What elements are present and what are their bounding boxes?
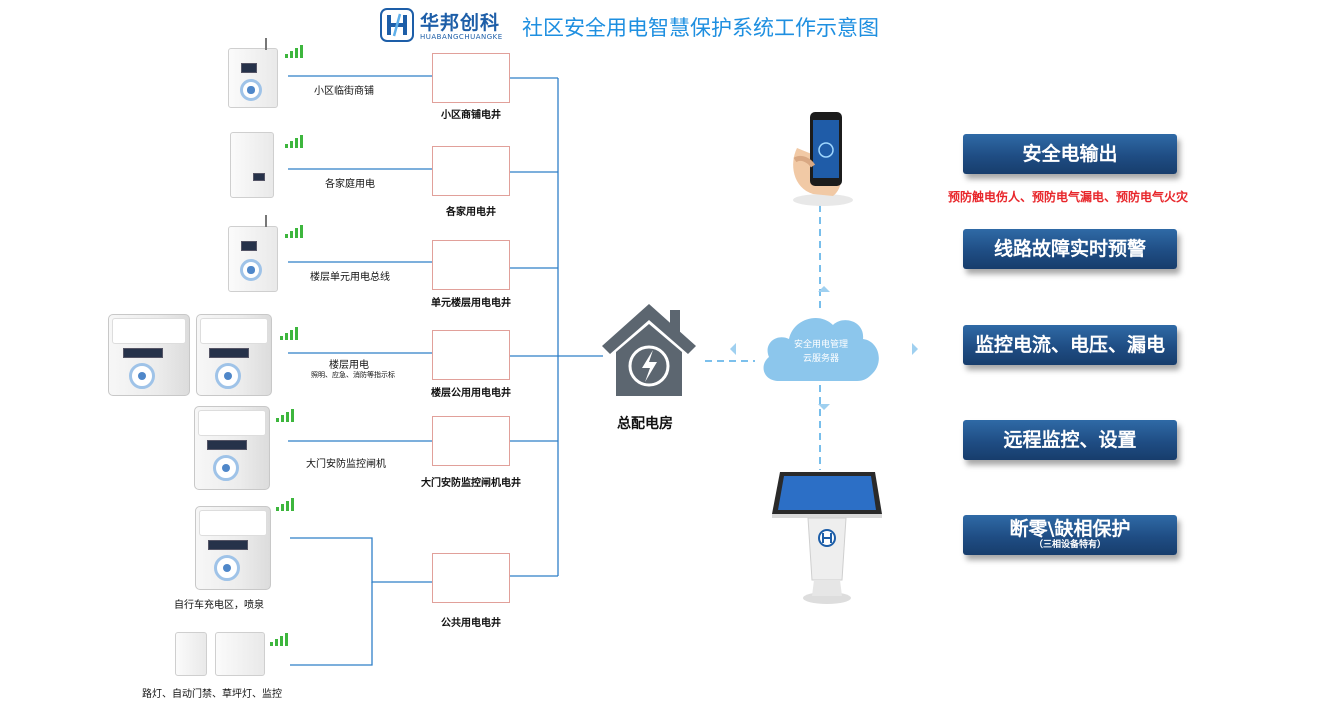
breaker-module-1 bbox=[175, 632, 207, 676]
cloud-server-icon bbox=[763, 317, 879, 381]
signal-icon bbox=[270, 632, 288, 646]
feature-monitor-current: 监控电流、电压、漏电 bbox=[963, 325, 1177, 365]
power-house-icon bbox=[602, 304, 696, 396]
smartphone-icon bbox=[793, 112, 853, 206]
signal-icon bbox=[276, 408, 294, 422]
household-protector-device bbox=[230, 132, 274, 198]
device-sub-label: 照明、应急、消防等指示标 bbox=[311, 371, 395, 379]
power-room-label: 总配电房 bbox=[617, 416, 673, 432]
signal-icon bbox=[285, 224, 303, 238]
breaker-module-2 bbox=[215, 632, 265, 676]
distribution-panel-3 bbox=[432, 240, 510, 290]
signal-icon bbox=[285, 44, 303, 58]
signal-icon bbox=[280, 326, 298, 340]
feature-fault-warning: 线路故障实时预警 bbox=[963, 229, 1177, 269]
device-label: 大门安防监控闸机 bbox=[306, 459, 386, 470]
panel-label: 大门安防监控闸机电井 bbox=[421, 478, 521, 489]
feature-phase-protection: 断零\缺相保护 （三相设备特有） bbox=[963, 515, 1177, 555]
device-label: 楼层单元用电总线 bbox=[310, 272, 390, 283]
feature-remote-control: 远程监控、设置 bbox=[963, 420, 1177, 460]
logo-en-text: HUABANGCHUANGKE bbox=[420, 33, 503, 41]
device-label: 楼层用电 bbox=[329, 360, 369, 371]
device-label: 自行车充电区，喷泉 bbox=[174, 600, 264, 611]
distribution-panel-4 bbox=[432, 330, 510, 380]
signal-icon bbox=[276, 497, 294, 511]
page-title: 社区安全用电智慧保护系统工作示意图 bbox=[522, 16, 879, 40]
panel-label: 小区商铺电井 bbox=[441, 110, 501, 121]
floor-cabinet-left bbox=[108, 314, 190, 396]
distribution-panel-5 bbox=[432, 416, 510, 466]
device-label: 各家庭用电 bbox=[325, 179, 375, 190]
prevention-note: 预防触电伤人、预防电气漏电、预防电气火灾 bbox=[947, 190, 1188, 204]
panel-label: 单元楼层用电电井 bbox=[431, 298, 511, 309]
shop-protector-device bbox=[228, 48, 278, 108]
unit-bus-protector-device bbox=[228, 226, 278, 292]
gate-cabinet bbox=[194, 406, 270, 490]
cloud-label: 安全用电管理 云服务器 bbox=[793, 340, 848, 364]
huabang-logo-icon bbox=[380, 8, 414, 42]
signal-icon bbox=[285, 134, 303, 148]
bike-charging-cabinet bbox=[195, 506, 271, 590]
kiosk-terminal-icon bbox=[772, 472, 882, 604]
distribution-panel-1 bbox=[432, 53, 510, 103]
panel-label: 各家用电井 bbox=[446, 207, 496, 218]
feature-safe-output: 安全电输出 bbox=[963, 134, 1177, 174]
floor-cabinet-right bbox=[196, 314, 272, 396]
distribution-panel-6 bbox=[432, 553, 510, 603]
device-label: 路灯、自动门禁、草坪灯、监控 bbox=[142, 689, 282, 700]
panel-label: 公共用电电井 bbox=[441, 618, 501, 629]
distribution-panel-2 bbox=[432, 146, 510, 196]
logo-cn-text: 华邦创科 bbox=[420, 12, 501, 34]
device-label: 小区临街商铺 bbox=[314, 86, 374, 97]
panel-label: 楼层公用用电电井 bbox=[431, 388, 511, 399]
